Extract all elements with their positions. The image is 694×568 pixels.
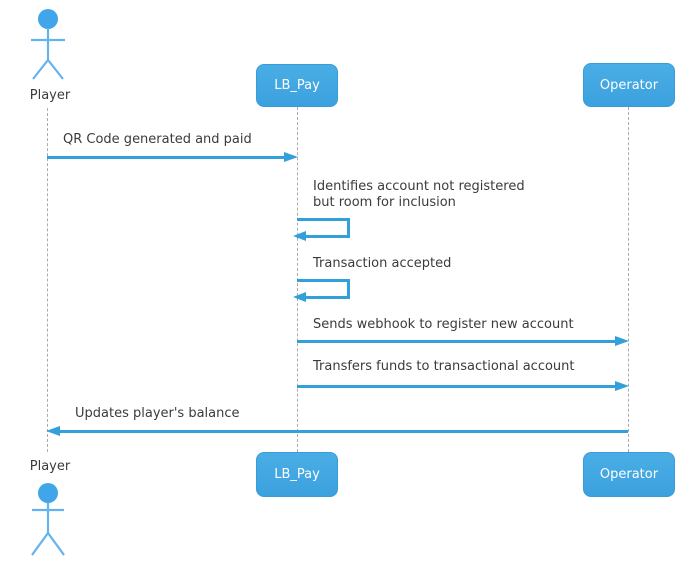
participant-label-player-top: Player	[29, 88, 71, 103]
participant-box-operator-bottom: Operator	[583, 452, 675, 497]
message-arrow-sends-webhook	[297, 336, 629, 346]
message-arrow-qr-code	[47, 152, 298, 162]
participant-box-lbpay-top: LB_Pay	[256, 64, 338, 107]
self-message-arrow-accepted	[293, 279, 350, 302]
arrow-head-left-icon	[293, 231, 306, 241]
message-arrow-transfers-funds	[297, 381, 629, 391]
message-label-transaction-accepted: Transaction accepted	[313, 256, 452, 271]
message-label-sends-webhook: Sends webhook to register new account	[313, 317, 574, 332]
participant-label-player-bottom: Player	[29, 459, 71, 474]
participant-label-lbpay-top: LB_Pay	[274, 78, 320, 93]
arrow-shaft	[54, 430, 628, 433]
arrow-shaft	[297, 385, 621, 388]
message-arrow-updates-balance	[46, 426, 628, 436]
participant-label-operator-top: Operator	[599, 77, 659, 93]
arrow-head-right-icon	[284, 152, 298, 162]
self-message-arrow-identifies	[293, 218, 350, 241]
participant-box-operator-top: Operator	[583, 63, 675, 107]
arrow-head-right-icon	[615, 381, 629, 391]
participant-label-operator-bottom: Operator	[599, 467, 659, 482]
message-label-updates-balance: Updates player's balance	[75, 406, 240, 421]
message-label-qr-code: QR Code generated and paid	[63, 132, 252, 147]
message-label-identifies-account: Identifies account not registered but ro…	[313, 179, 525, 210]
lifeline-player	[47, 108, 48, 452]
actor-icon	[31, 9, 65, 80]
arrow-shaft	[47, 156, 290, 159]
participant-box-lbpay-bottom: LB_Pay	[256, 452, 338, 497]
participant-label-lbpay-bottom: LB_Pay	[274, 467, 320, 482]
message-label-transfers-funds: Transfers funds to transactional account	[313, 359, 575, 374]
arrow-shaft	[297, 340, 621, 343]
arrow-head-right-icon	[615, 336, 629, 346]
arrow-head-left-icon	[293, 292, 306, 302]
actor-icon	[31, 483, 65, 556]
arrow-head-left-icon	[46, 426, 60, 436]
lifeline-operator	[628, 107, 629, 452]
